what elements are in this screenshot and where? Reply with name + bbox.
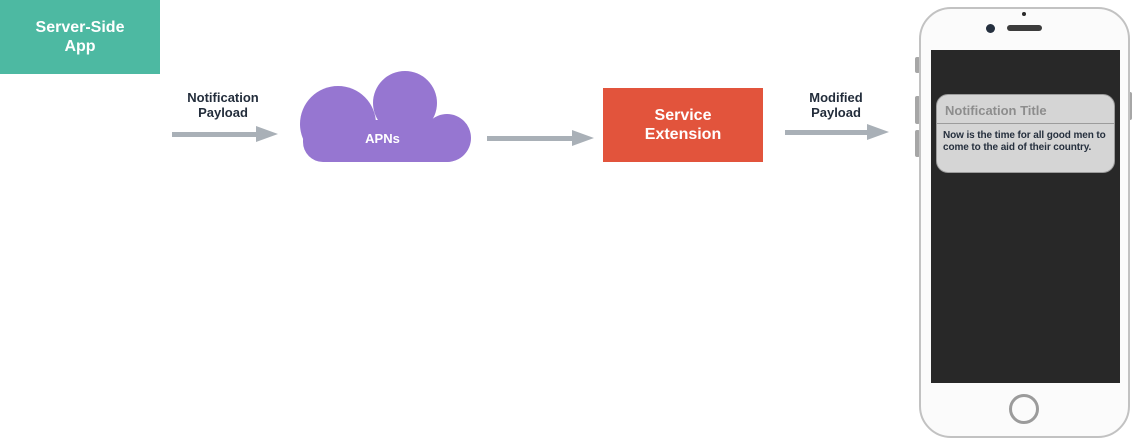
notification-body-text: Now is the time for all good men to come… xyxy=(943,130,1106,153)
modified-payload-label-line2: Payload xyxy=(811,105,861,120)
phone-speaker-icon xyxy=(1007,25,1042,31)
notification-payload-label-line2: Payload xyxy=(198,105,248,120)
notification-payload-label-line1: Notification xyxy=(187,90,259,105)
phone-home-button xyxy=(1009,394,1039,424)
flow-arrow-apns-to-extension xyxy=(487,130,594,147)
notification-banner: Notification Title Now is the time for a… xyxy=(936,94,1115,173)
phone-camera-icon xyxy=(986,24,995,33)
modified-payload-label: Modified Payload xyxy=(771,90,901,120)
flow-arrow-server-to-apns xyxy=(172,126,278,143)
notification-divider xyxy=(937,123,1114,124)
arrow-shaft xyxy=(487,136,574,141)
phone-sensor-dot-icon xyxy=(1022,12,1026,16)
service-extension-label-line2: Extension xyxy=(644,126,722,143)
arrow-shaft xyxy=(785,130,869,135)
service-extension-label-line1: Service xyxy=(654,107,712,124)
modified-payload-label-line1: Modified xyxy=(809,90,863,105)
server-side-app-box: Server-Side App xyxy=(0,0,160,74)
phone-volume-up-button xyxy=(915,96,920,124)
phone-volume-down-button xyxy=(915,130,920,157)
service-extension-box: Service Extension xyxy=(603,88,763,162)
server-side-app-label-line2: App xyxy=(64,38,96,55)
arrow-head-icon xyxy=(572,130,594,146)
apns-label: APNs xyxy=(365,131,400,146)
server-side-app-label-line1: Server-Side xyxy=(35,19,125,36)
phone-mute-switch xyxy=(915,57,920,73)
notification-title: Notification Title xyxy=(945,103,1047,118)
arrow-shaft xyxy=(172,132,258,137)
notification-payload-label: Notification Payload xyxy=(158,90,288,120)
arrow-head-icon xyxy=(256,126,278,142)
arrow-head-icon xyxy=(867,124,889,140)
flow-arrow-extension-to-phone xyxy=(785,124,889,141)
apns-cloud-icon xyxy=(300,71,471,162)
